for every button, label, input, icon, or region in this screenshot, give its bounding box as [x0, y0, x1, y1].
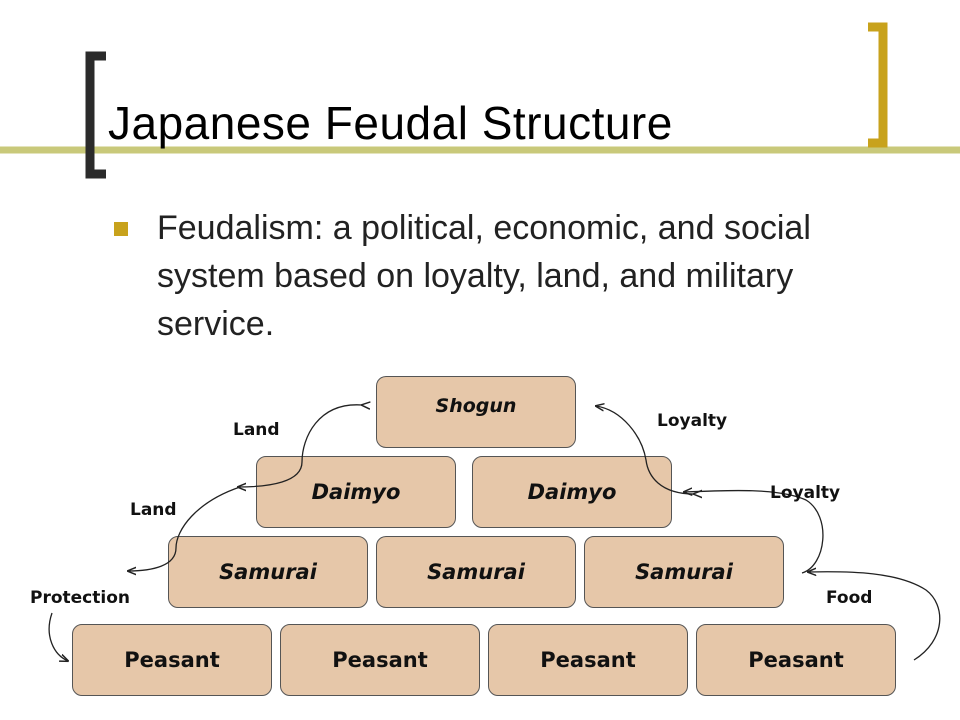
shogun-box: Shogun — [376, 376, 576, 448]
samurai-box-1: Samurai — [168, 536, 368, 608]
arrow-land-mid — [128, 486, 241, 571]
samurai-box-2: Samurai — [376, 536, 576, 608]
samurai-box-3: Samurai — [584, 536, 784, 608]
arrow-food — [808, 572, 941, 661]
arrow-loyalty-mid — [684, 490, 824, 574]
peasant-label: Peasant — [332, 648, 428, 672]
label-food: Food — [826, 588, 873, 608]
peasant-box-3: Peasant — [488, 624, 688, 696]
peasant-label: Peasant — [124, 648, 220, 672]
arrow-loyalty-top — [596, 406, 694, 494]
shogun-label: Shogun — [435, 395, 517, 417]
label-land-mid: Land — [130, 500, 177, 520]
label-loyalty-top: Loyalty — [657, 411, 728, 431]
left-bracket — [85, 51, 106, 179]
samurai-label: Samurai — [635, 560, 733, 584]
bullet-square-icon — [114, 222, 128, 236]
label-loyalty-mid: Loyalty — [770, 483, 841, 503]
peasant-box-1: Peasant — [72, 624, 272, 696]
arrow-land-top — [238, 405, 362, 487]
peasant-box-2: Peasant — [280, 624, 480, 696]
slide-title: Japanese Feudal Structure — [108, 97, 673, 149]
bullet-definition: Feudalism: a political, economic, and so… — [157, 209, 811, 343]
label-land-top: Land — [233, 420, 280, 440]
samurai-label: Samurai — [219, 560, 317, 584]
peasant-label: Peasant — [748, 648, 844, 672]
arrow-protection — [48, 612, 68, 661]
peasant-box-4: Peasant — [696, 624, 896, 696]
peasant-label: Peasant — [540, 648, 636, 672]
label-protection: Protection — [30, 588, 130, 608]
samurai-label: Samurai — [427, 560, 525, 584]
right-bracket — [868, 22, 888, 148]
